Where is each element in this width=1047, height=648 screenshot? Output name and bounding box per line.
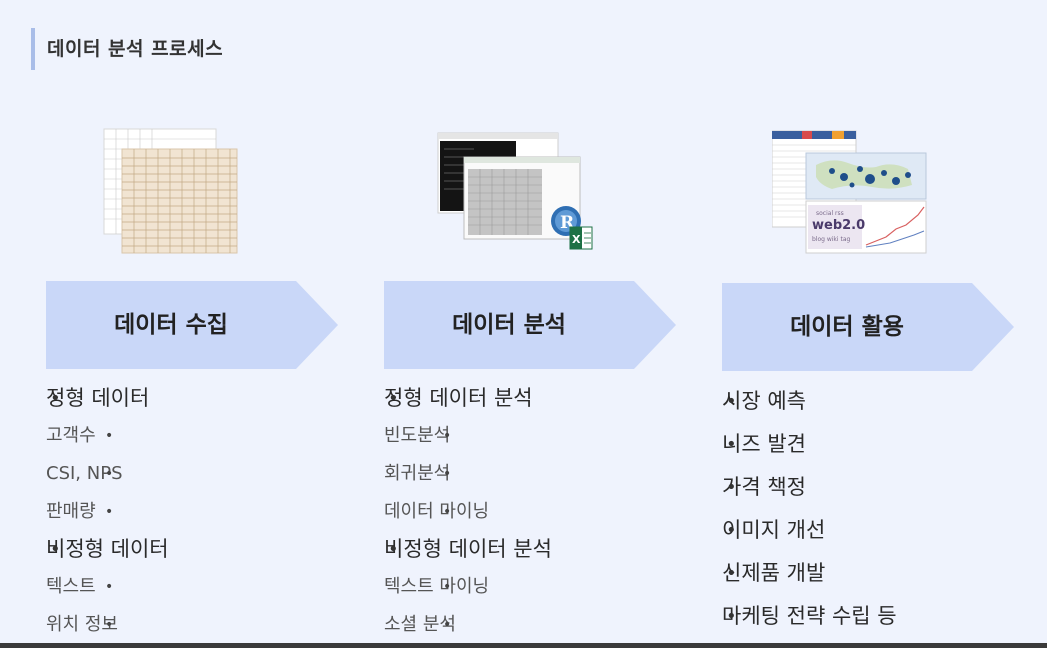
item-list: 시장 예측 니즈 발견 가격 책정 이미지 개선 신제품 개발 마케팅 전략 수… xyxy=(722,380,1022,638)
list-item: 정형 데이터 분석 xyxy=(384,380,684,417)
item-list: 정형 데이터 분석 빈도분석 회귀분석 데이터 마이닝 비정형 데이터 분석 텍… xyxy=(384,380,684,644)
step-heading: 데이터 분석 xyxy=(452,312,566,338)
list-item: 시장 예측 xyxy=(722,380,1022,423)
spreadsheet-printout-icon xyxy=(96,125,256,260)
svg-text:blog wiki tag: blog wiki tag xyxy=(812,236,851,243)
sub-list-item: 빈도분석 xyxy=(384,417,684,455)
title-accent-bar xyxy=(31,28,35,70)
sub-list-item: 텍스트 마이닝 xyxy=(384,568,684,606)
list-item: 비정형 데이터 분석 xyxy=(384,531,684,568)
step-heading: 데이터 수집 xyxy=(114,312,228,338)
step-banner-utilization: 데이터 활용 xyxy=(722,283,1014,371)
list-item: 가격 책정 xyxy=(722,466,1022,509)
column-collection: 데이터 수집 정형 데이터 고객수 CSI, NPS 판매량 비정형 데이터 텍… xyxy=(46,0,346,648)
slide-title: 데이터 분석 프로세스 xyxy=(47,38,224,60)
svg-text:web2.0: web2.0 xyxy=(812,218,865,233)
sub-list-item: 텍스트 xyxy=(46,568,346,606)
sub-list-item: 고객수 xyxy=(46,417,346,455)
sub-list-item: 회귀분석 xyxy=(384,455,684,493)
sub-list-item: 위치 정보 xyxy=(46,606,346,644)
column-utilization: web2.0 blog wiki tag social rss 데이터 활용 시… xyxy=(722,0,1022,648)
item-list: 정형 데이터 고객수 CSI, NPS 판매량 비정형 데이터 텍스트 위치 정… xyxy=(46,380,346,644)
step-banner-collection: 데이터 수집 xyxy=(46,281,338,369)
step-banner-analysis: 데이터 분석 xyxy=(384,281,676,369)
sub-list-item: 소셜 분석 xyxy=(384,606,684,644)
sub-list-item: 데이터 마이닝 xyxy=(384,493,684,531)
sub-list-item: 판매량 xyxy=(46,493,346,531)
sub-list-item: CSI, NPS xyxy=(46,455,346,493)
list-item: 니즈 발견 xyxy=(722,423,1022,466)
list-item: 정형 데이터 xyxy=(46,380,346,417)
list-item: 비정형 데이터 xyxy=(46,531,346,568)
list-item: 이미지 개선 xyxy=(722,509,1022,552)
bottom-border xyxy=(0,643,1047,648)
column-analysis: R X 데이터 분석 정형 데이터 분석 빈도분석 회귀분석 데이터 마이닝 비… xyxy=(384,0,684,648)
dashboard-map-wordcloud-icon: web2.0 blog wiki tag social rss xyxy=(772,125,932,260)
analysis-software-screens-icon: R X xyxy=(434,125,594,260)
list-item: 신제품 개발 xyxy=(722,552,1022,595)
step-heading: 데이터 활용 xyxy=(790,314,904,340)
svg-text:X: X xyxy=(572,233,581,246)
svg-text:social rss: social rss xyxy=(816,210,844,217)
list-item: 마케팅 전략 수립 등 xyxy=(722,595,1022,638)
